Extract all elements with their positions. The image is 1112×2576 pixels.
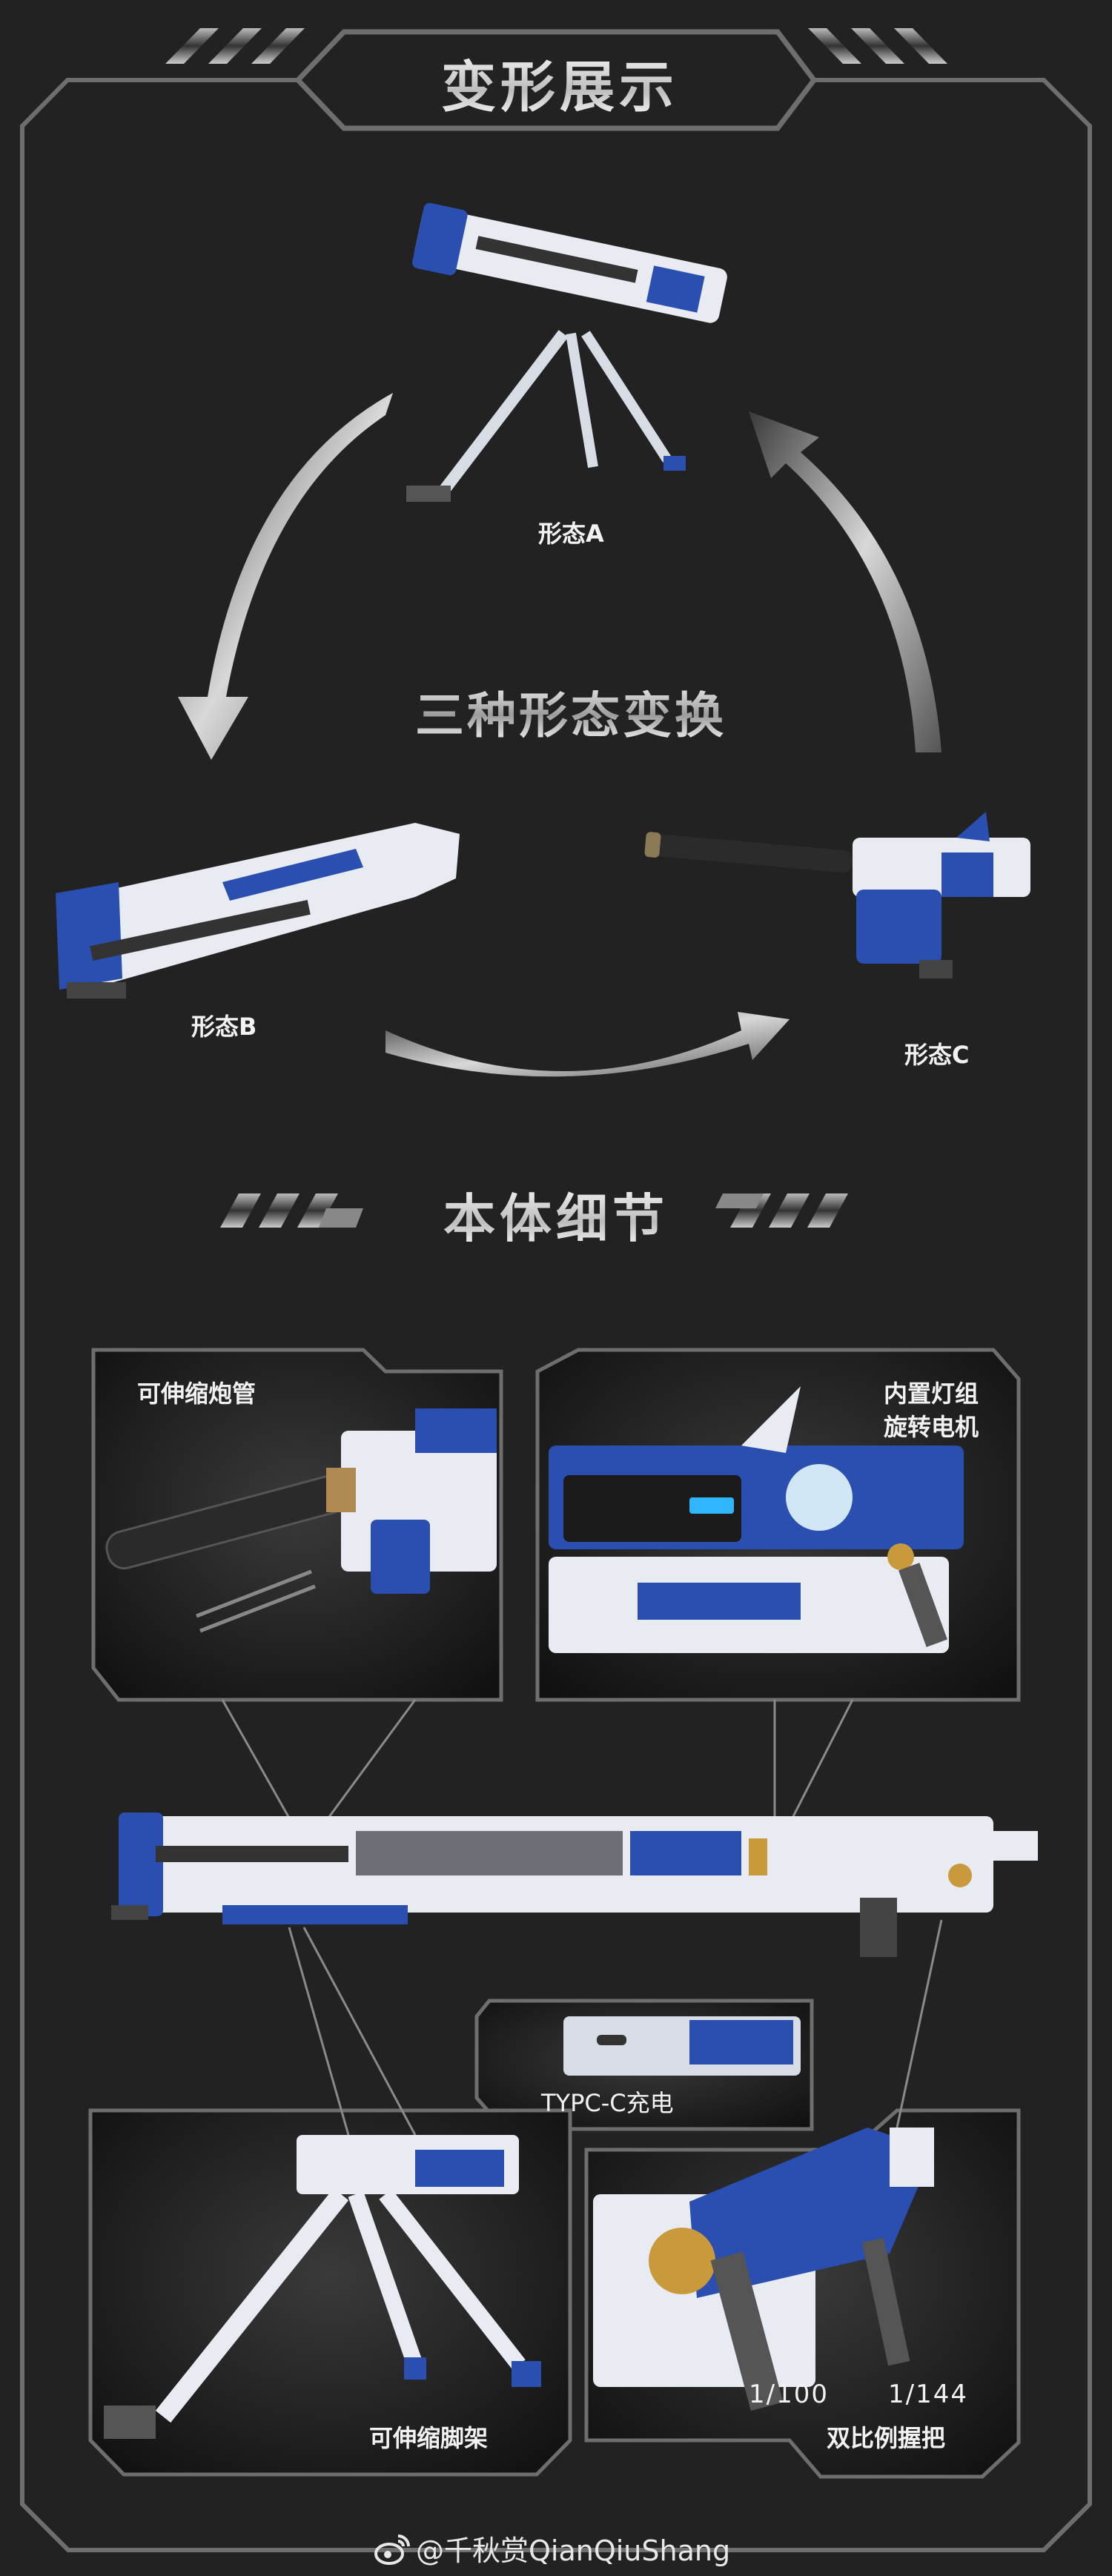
details-stripes-left — [220, 1193, 363, 1228]
form-b-label: 形态B — [191, 1013, 257, 1041]
grip-label: 双比例握把 — [827, 2424, 946, 2452]
scale-144-label: 1/144 — [888, 2380, 968, 2409]
transform-heading: 三种形态变换 — [385, 676, 756, 747]
gun-form-b — [56, 823, 460, 999]
details-heading: 本体细节 — [400, 1177, 712, 1252]
title-hexagon — [294, 29, 818, 131]
typec-label: TYPC-C充电 — [541, 2089, 674, 2117]
outer-frame — [20, 78, 1092, 2552]
slide-arrows-icon — [196, 1569, 316, 1633]
light-label: 内置灯组 — [884, 1380, 979, 1408]
title-stripes-right — [808, 28, 947, 64]
light-closeup — [549, 1386, 964, 1653]
callout-lines — [221, 1699, 943, 2136]
main-gun — [111, 1812, 1038, 1957]
form-c-label: 形态C — [904, 1041, 970, 1069]
grip-closeup — [593, 2128, 934, 2411]
barrel-closeup — [105, 1408, 497, 1633]
gun-form-c — [644, 812, 1030, 979]
watermark-text: @千秋赏QianQiuShang — [416, 2534, 731, 2567]
panel-bipod — [88, 2108, 572, 2477]
details-stripes-right — [715, 1193, 848, 1228]
bipod-label: 可伸缩脚架 — [369, 2424, 489, 2452]
gun-form-a — [406, 202, 727, 502]
watermark: @千秋赏QianQiuShang — [374, 2528, 730, 2569]
barrel-label: 可伸缩炮管 — [137, 1380, 257, 1408]
title-stripes-left — [165, 28, 305, 64]
weibo-icon — [374, 2534, 410, 2565]
motor-label: 旋转电机 — [884, 1413, 979, 1441]
typec-closeup — [563, 2016, 801, 2076]
scale-100-label: 1/100 — [749, 2380, 829, 2409]
page-title: 变形展示 — [385, 43, 734, 122]
form-a-label: 形态A — [538, 520, 604, 548]
bipod-closeup — [104, 2135, 541, 2439]
arrow-b-to-c — [385, 1012, 790, 1077]
arrow-a-to-b — [178, 393, 393, 760]
arrow-c-to-a — [749, 411, 941, 752]
